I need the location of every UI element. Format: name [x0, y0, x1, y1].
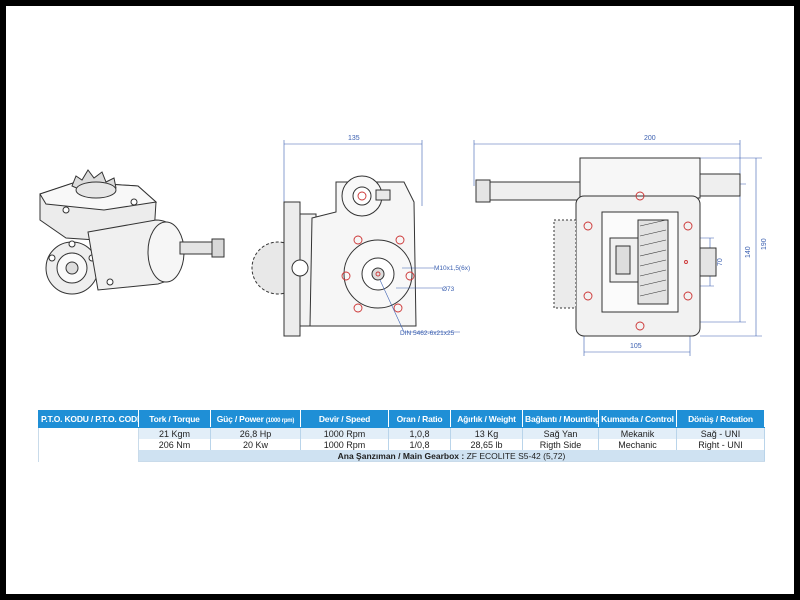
cell-mounting: Sağ Yan: [522, 427, 599, 439]
gearbox-label: Ana Şanzıman / Main Gearbox :: [337, 450, 465, 461]
header-weight: Ağırlık / Weight: [450, 410, 523, 428]
header-torque: Tork / Torque: [138, 410, 211, 428]
cell-speed: 1000 Rpm: [300, 439, 389, 450]
cell-rotation: Sağ - UNI: [676, 427, 765, 439]
header-power: Güç / Power (1000 rpm): [210, 410, 301, 428]
header-control: Kumanda / Control: [598, 410, 677, 428]
cell-ratio: 1/0,8: [388, 439, 451, 450]
spec-sheet: 135: [6, 6, 794, 594]
header-rotation: Dönüş / Rotation: [676, 410, 765, 428]
cell-weight: 13 Kg: [450, 427, 523, 439]
header-power-label: Güç / Power: [216, 414, 264, 424]
technical-drawings: 135: [6, 6, 794, 406]
spec-table: P.T.O. KODU / P.T.O. CODE Tork / Torque …: [38, 410, 765, 462]
table-header-row: P.T.O. KODU / P.T.O. CODE Tork / Torque …: [38, 410, 765, 428]
header-speed: Devir / Speed: [300, 410, 389, 428]
front-dim-70: 70: [717, 258, 724, 266]
header-ratio: Oran / Ratio: [388, 410, 451, 428]
cell-mounting: Rigth Side: [522, 439, 599, 450]
callout-thread: M10x1,5(6x): [434, 265, 470, 272]
gearbox-cell: Ana Şanzıman / Main Gearbox : ZF ECOLITE…: [138, 450, 765, 462]
drawing-canvas: 135: [39, 135, 768, 356]
cell-power: 20 Kw: [210, 439, 301, 450]
cell-power: 26,8 Hp: [210, 427, 301, 439]
cell-torque: 21 Kgm: [138, 427, 211, 439]
front-dim-190: 190: [761, 238, 768, 250]
header-code: P.T.O. KODU / P.T.O. CODE: [38, 410, 139, 428]
gearbox-row: Ana Şanzıman / Main Gearbox : ZF ECOLITE…: [39, 450, 765, 462]
cell-control: Mechanic: [598, 439, 677, 450]
code-cell: [38, 427, 139, 462]
cell-ratio: 1,0,8: [388, 427, 451, 439]
pto-side-view: 135: [251, 135, 470, 337]
callout-diameter: Ø73: [442, 286, 455, 293]
cell-control: Mekanik: [598, 427, 677, 439]
front-dim-140: 140: [745, 246, 752, 258]
cell-rotation: Right - UNI: [676, 439, 765, 450]
callout-spline: DIN 5462-6x21x25: [400, 330, 455, 337]
gearbox-value: ZF ECOLITE S5-42 (5,72): [466, 450, 566, 461]
front-dim-105: 105: [630, 343, 642, 350]
cell-torque: 206 Nm: [138, 439, 211, 450]
table-row: 21 Kgm 26,8 Hp 1000 Rpm 1,0,8 13 Kg Sağ …: [38, 427, 765, 462]
side-dim-top: 135: [348, 135, 360, 142]
header-mounting: Bağlantı / Mounting: [522, 410, 599, 428]
pto-front-view: 200 70 140 190 105: [473, 135, 768, 356]
pto-3d-view: [39, 169, 225, 295]
cell-speed: 1000 Rpm: [300, 427, 389, 439]
header-power-unit: (1000 rpm): [265, 418, 295, 424]
cell-weight: 28,65 lb: [450, 439, 523, 450]
table-row: 206 Nm 20 Kw 1000 Rpm 1/0,8 28,65 lb Rig…: [39, 439, 765, 450]
front-dim-top: 200: [644, 135, 656, 142]
